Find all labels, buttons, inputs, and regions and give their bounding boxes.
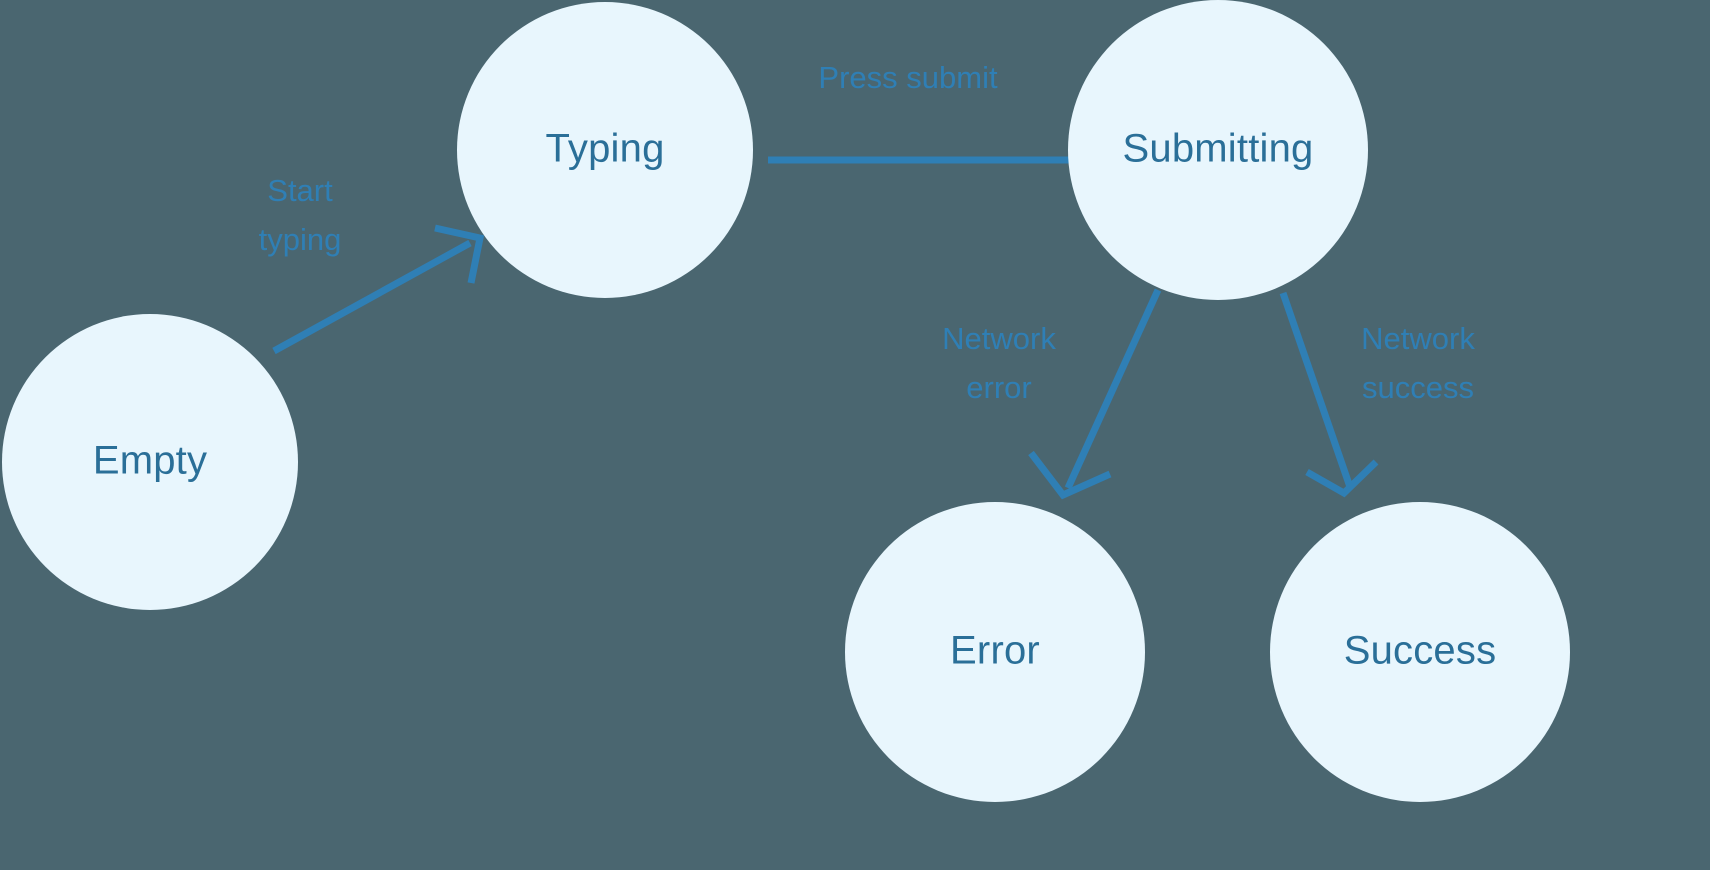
node-typing[interactable]: Typing (457, 2, 753, 298)
edge-line-submitting-to-success (1279, 291, 1354, 489)
edge-label-submitting-to-success-line2: success (1362, 370, 1474, 405)
node-error-label: Error (950, 629, 1040, 673)
node-typing-label: Typing (545, 127, 664, 171)
edge-empty-to-typing (272, 224, 485, 355)
edge-submitting-to-success (1279, 291, 1379, 498)
node-submitting-circle[interactable] (1068, 0, 1368, 300)
edge-line-empty-to-typing (272, 239, 472, 355)
node-success-label: Success (1344, 629, 1497, 673)
node-success[interactable]: Success (1270, 502, 1570, 802)
arrowhead-empty-to-typing (434, 224, 485, 284)
edge-label-submitting-to-error-line1: Network (942, 321, 1056, 356)
edge-label-submitting-to-error-line2: error (966, 370, 1031, 405)
node-submitting-label: Submitting (1123, 127, 1314, 171)
node-error[interactable]: Error (845, 502, 1145, 802)
edge-label-typing-to-submitting-line1: Press submit (818, 60, 998, 95)
node-success-circle[interactable] (1270, 502, 1570, 802)
edge-label-empty-to-typing-line1: Start (267, 173, 333, 208)
edge-label-submitting-to-success: Network success (1361, 321, 1475, 405)
node-empty-circle[interactable] (2, 314, 298, 610)
edge-label-typing-to-submitting: Press submit (818, 60, 998, 95)
edge-label-empty-to-typing: Start typing (259, 173, 342, 257)
edge-line-submitting-to-error (1064, 288, 1162, 490)
arrowhead-submitting-to-error (1028, 450, 1112, 500)
node-submitting[interactable]: Submitting (1068, 0, 1368, 300)
edge-label-empty-to-typing-line2: typing (259, 222, 342, 257)
arrowhead-submitting-to-success (1305, 459, 1379, 498)
node-error-circle[interactable] (845, 502, 1145, 802)
edge-label-submitting-to-error: Network error (942, 321, 1056, 405)
node-typing-circle[interactable] (457, 2, 753, 298)
node-empty[interactable]: Empty (2, 314, 298, 610)
node-empty-label: Empty (93, 439, 207, 483)
edge-submitting-to-error (1028, 288, 1162, 500)
edge-label-submitting-to-success-line1: Network (1361, 321, 1475, 356)
